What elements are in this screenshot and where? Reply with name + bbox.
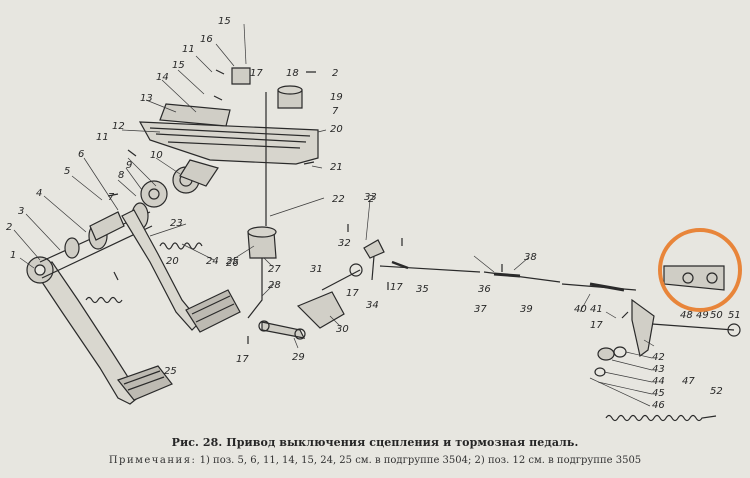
bell-crank (631, 298, 655, 358)
callout-17b: 17 (236, 354, 249, 365)
callout-43: 43 (652, 364, 665, 375)
callout-31: 31 (310, 264, 323, 275)
callout-9: 9 (126, 160, 132, 171)
callout-15a: 15 (172, 60, 185, 71)
bracket-plate (159, 103, 231, 127)
callout-2c: 2 (368, 194, 374, 205)
callout-7b: 7 (332, 106, 339, 117)
callout-42: 42 (652, 352, 665, 363)
callout-20b: 20 (166, 256, 179, 267)
highlight-circle (658, 228, 742, 312)
callout-51: 51 (728, 310, 741, 321)
callout-41: 41 (590, 304, 603, 315)
callout-44: 44 (652, 376, 665, 387)
callout-10: 10 (150, 150, 163, 161)
rod-35 (379, 265, 481, 273)
callout-30: 30 (336, 324, 349, 335)
lever-29 (261, 321, 306, 339)
callout-29: 29 (292, 352, 305, 363)
callout-16: 16 (200, 34, 213, 45)
callout-4: 4 (36, 188, 42, 199)
pedal-pad-lower (117, 365, 173, 401)
note-text: 1) поз. 5, 6, 11, 14, 15, 24, 25 см. в п… (199, 455, 642, 466)
note-lead: Примечания: (108, 455, 197, 466)
callout-50: 50 (710, 310, 723, 321)
callout-3: 3 (18, 206, 24, 217)
hub-flange (140, 180, 168, 208)
callout-45: 45 (652, 388, 665, 399)
callout-13: 13 (140, 93, 153, 104)
callout-21: 21 (330, 162, 343, 173)
callout-17c: 17 (390, 282, 403, 293)
callout-40: 40 (574, 304, 587, 315)
callout-17e: 17 (346, 288, 359, 299)
callout-11a: 11 (96, 132, 109, 143)
callout-labels: 1 2 3 4 5 6 7 8 9 10 11 11 12 13 14 15 1… (6, 16, 741, 411)
callout-35: 35 (416, 284, 429, 295)
callout-48: 48 (680, 310, 693, 321)
callout-22: 22 (332, 194, 345, 205)
spring-52 (605, 414, 717, 422)
callout-18: 18 (286, 68, 299, 79)
callout-12: 12 (112, 121, 125, 132)
callout-32: 32 (338, 238, 351, 249)
figure-caption: Рис. 28. Привод выключения сцепления и т… (171, 436, 579, 449)
spring-lower (85, 296, 123, 304)
callout-8: 8 (118, 170, 124, 181)
link-33 (363, 239, 385, 259)
callout-52: 52 (710, 386, 723, 397)
callout-6: 6 (78, 149, 84, 160)
callout-25b: 25 (226, 256, 239, 267)
callout-37: 37 (474, 304, 487, 315)
callout-14: 14 (156, 72, 169, 83)
callout-33: 33 (364, 192, 377, 203)
callout-23: 23 (170, 218, 183, 229)
callout-49: 49 (696, 310, 709, 321)
callout-2b: 2 (332, 68, 338, 79)
lever-30 (296, 291, 345, 329)
callout-38: 38 (524, 252, 537, 263)
callout-5: 5 (64, 166, 70, 177)
callout-17a: 17 (250, 68, 263, 79)
figure-note: Примечания: 1) поз. 5, 6, 11, 14, 15, 24… (0, 455, 750, 466)
callout-19: 19 (330, 92, 343, 103)
callout-17d: 17 (590, 320, 603, 331)
callout-26: 26 (226, 258, 239, 269)
callout-2: 2 (6, 222, 12, 233)
callout-39: 39 (520, 304, 533, 315)
callout-15b: 15 (218, 16, 231, 27)
bracket-48 (663, 265, 725, 291)
callout-1: 1 (10, 250, 16, 261)
spring-23 (159, 242, 203, 250)
callout-11b: 11 (182, 44, 195, 55)
callout-47: 47 (682, 376, 695, 387)
callout-24: 24 (206, 256, 219, 267)
callout-7: 7 (108, 192, 115, 203)
callout-46: 46 (652, 400, 665, 411)
callout-20a: 20 (330, 124, 343, 135)
callout-28: 28 (268, 280, 281, 291)
frame-bracket (138, 121, 319, 165)
callout-27: 27 (268, 264, 281, 275)
bracket-arm (179, 159, 219, 187)
push-rod (247, 92, 267, 319)
callout-36: 36 (478, 284, 491, 295)
bracket-16 (231, 67, 251, 85)
callout-25a: 25 (164, 366, 177, 377)
pedal-pad-upper (185, 289, 241, 333)
callout-34: 34 (366, 300, 379, 311)
